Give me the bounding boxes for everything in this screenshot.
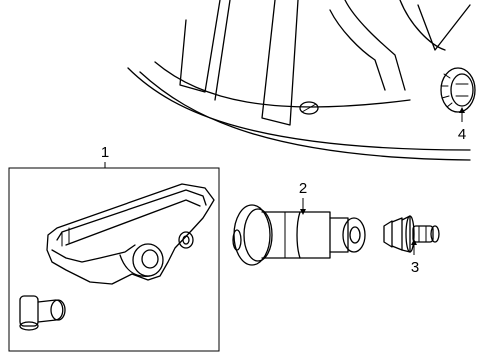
callout-2: 2	[299, 180, 307, 215]
part-1-tpms-sensor	[46, 183, 215, 285]
part-1-sensor-cap	[19, 295, 66, 331]
part-1-group-box	[8, 167, 220, 352]
callout-3: 3	[411, 239, 419, 276]
part-2-valve-stem	[232, 204, 366, 266]
callout-2-label: 2	[299, 180, 307, 197]
callout-3-label: 3	[411, 259, 419, 276]
callout-4-label: 4	[458, 126, 466, 143]
callout-1: 1	[101, 144, 109, 168]
callout-4: 4	[458, 107, 466, 143]
callout-1-label: 1	[101, 144, 109, 161]
part-4-valve-nut	[440, 67, 476, 113]
wheel-rim-illustration	[127, 0, 471, 161]
part-3-valve-core	[383, 215, 440, 253]
